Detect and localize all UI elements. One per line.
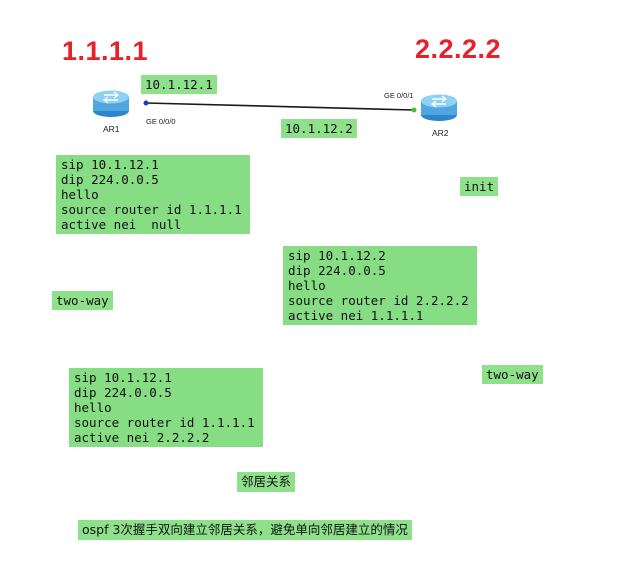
interface-label-ar2: GE 0/0/1	[384, 91, 414, 100]
port-dot-ar1	[143, 100, 149, 106]
state-init: init	[460, 177, 499, 196]
packet-line: active nei 2.2.2.2	[74, 430, 210, 445]
router-label-ar2: AR2	[432, 128, 449, 138]
hello-packet-2: sip 10.1.12.2 dip 224.0.0.5 hello source…	[283, 246, 477, 325]
router-icon	[93, 90, 129, 117]
packet-line: dip 224.0.0.5	[288, 263, 386, 278]
router-id-ar1: 1.1.1.1	[62, 36, 149, 66]
packet-line: hello	[74, 400, 112, 415]
router-icon	[421, 94, 457, 121]
neighbor-label: 邻居关系	[237, 472, 296, 492]
packet-line: dip 224.0.0.5	[61, 172, 159, 187]
packet-line: hello	[61, 187, 99, 202]
packet-line: active nei 1.1.1.1	[288, 308, 424, 323]
router-id-ar2: 2.2.2.2	[415, 34, 502, 64]
packet-line: hello	[288, 278, 326, 293]
packet-line: source router id 1.1.1.1	[74, 415, 255, 430]
packet-line: sip 10.1.12.1	[74, 370, 172, 385]
state-two-way-ar2: two-way	[482, 365, 543, 384]
packet-line: dip 224.0.0.5	[74, 385, 172, 400]
packet-line: source router id 1.1.1.1	[61, 202, 242, 217]
link-line	[145, 102, 415, 111]
packet-line: sip 10.1.12.1	[61, 157, 159, 172]
router-label-ar1: AR1	[103, 124, 120, 134]
summary-note: ospf 3次握手双向建立邻居关系，避免单向邻居建立的情况	[78, 520, 412, 540]
packet-line: source router id 2.2.2.2	[288, 293, 469, 308]
hello-packet-3: sip 10.1.12.1 dip 224.0.0.5 hello source…	[69, 368, 263, 447]
packet-line: sip 10.1.12.2	[288, 248, 386, 263]
packet-line: active nei null	[61, 217, 182, 232]
hello-packet-1: sip 10.1.12.1 dip 224.0.0.5 hello source…	[56, 155, 250, 234]
state-two-way-ar1: two-way	[52, 291, 113, 310]
port-dot-ar2	[411, 107, 417, 113]
ip-label-ar2: 10.1.12.2	[281, 119, 357, 138]
interface-label-ar1: GE 0/0/0	[146, 117, 176, 126]
ip-label-ar1: 10.1.12.1	[141, 75, 217, 94]
